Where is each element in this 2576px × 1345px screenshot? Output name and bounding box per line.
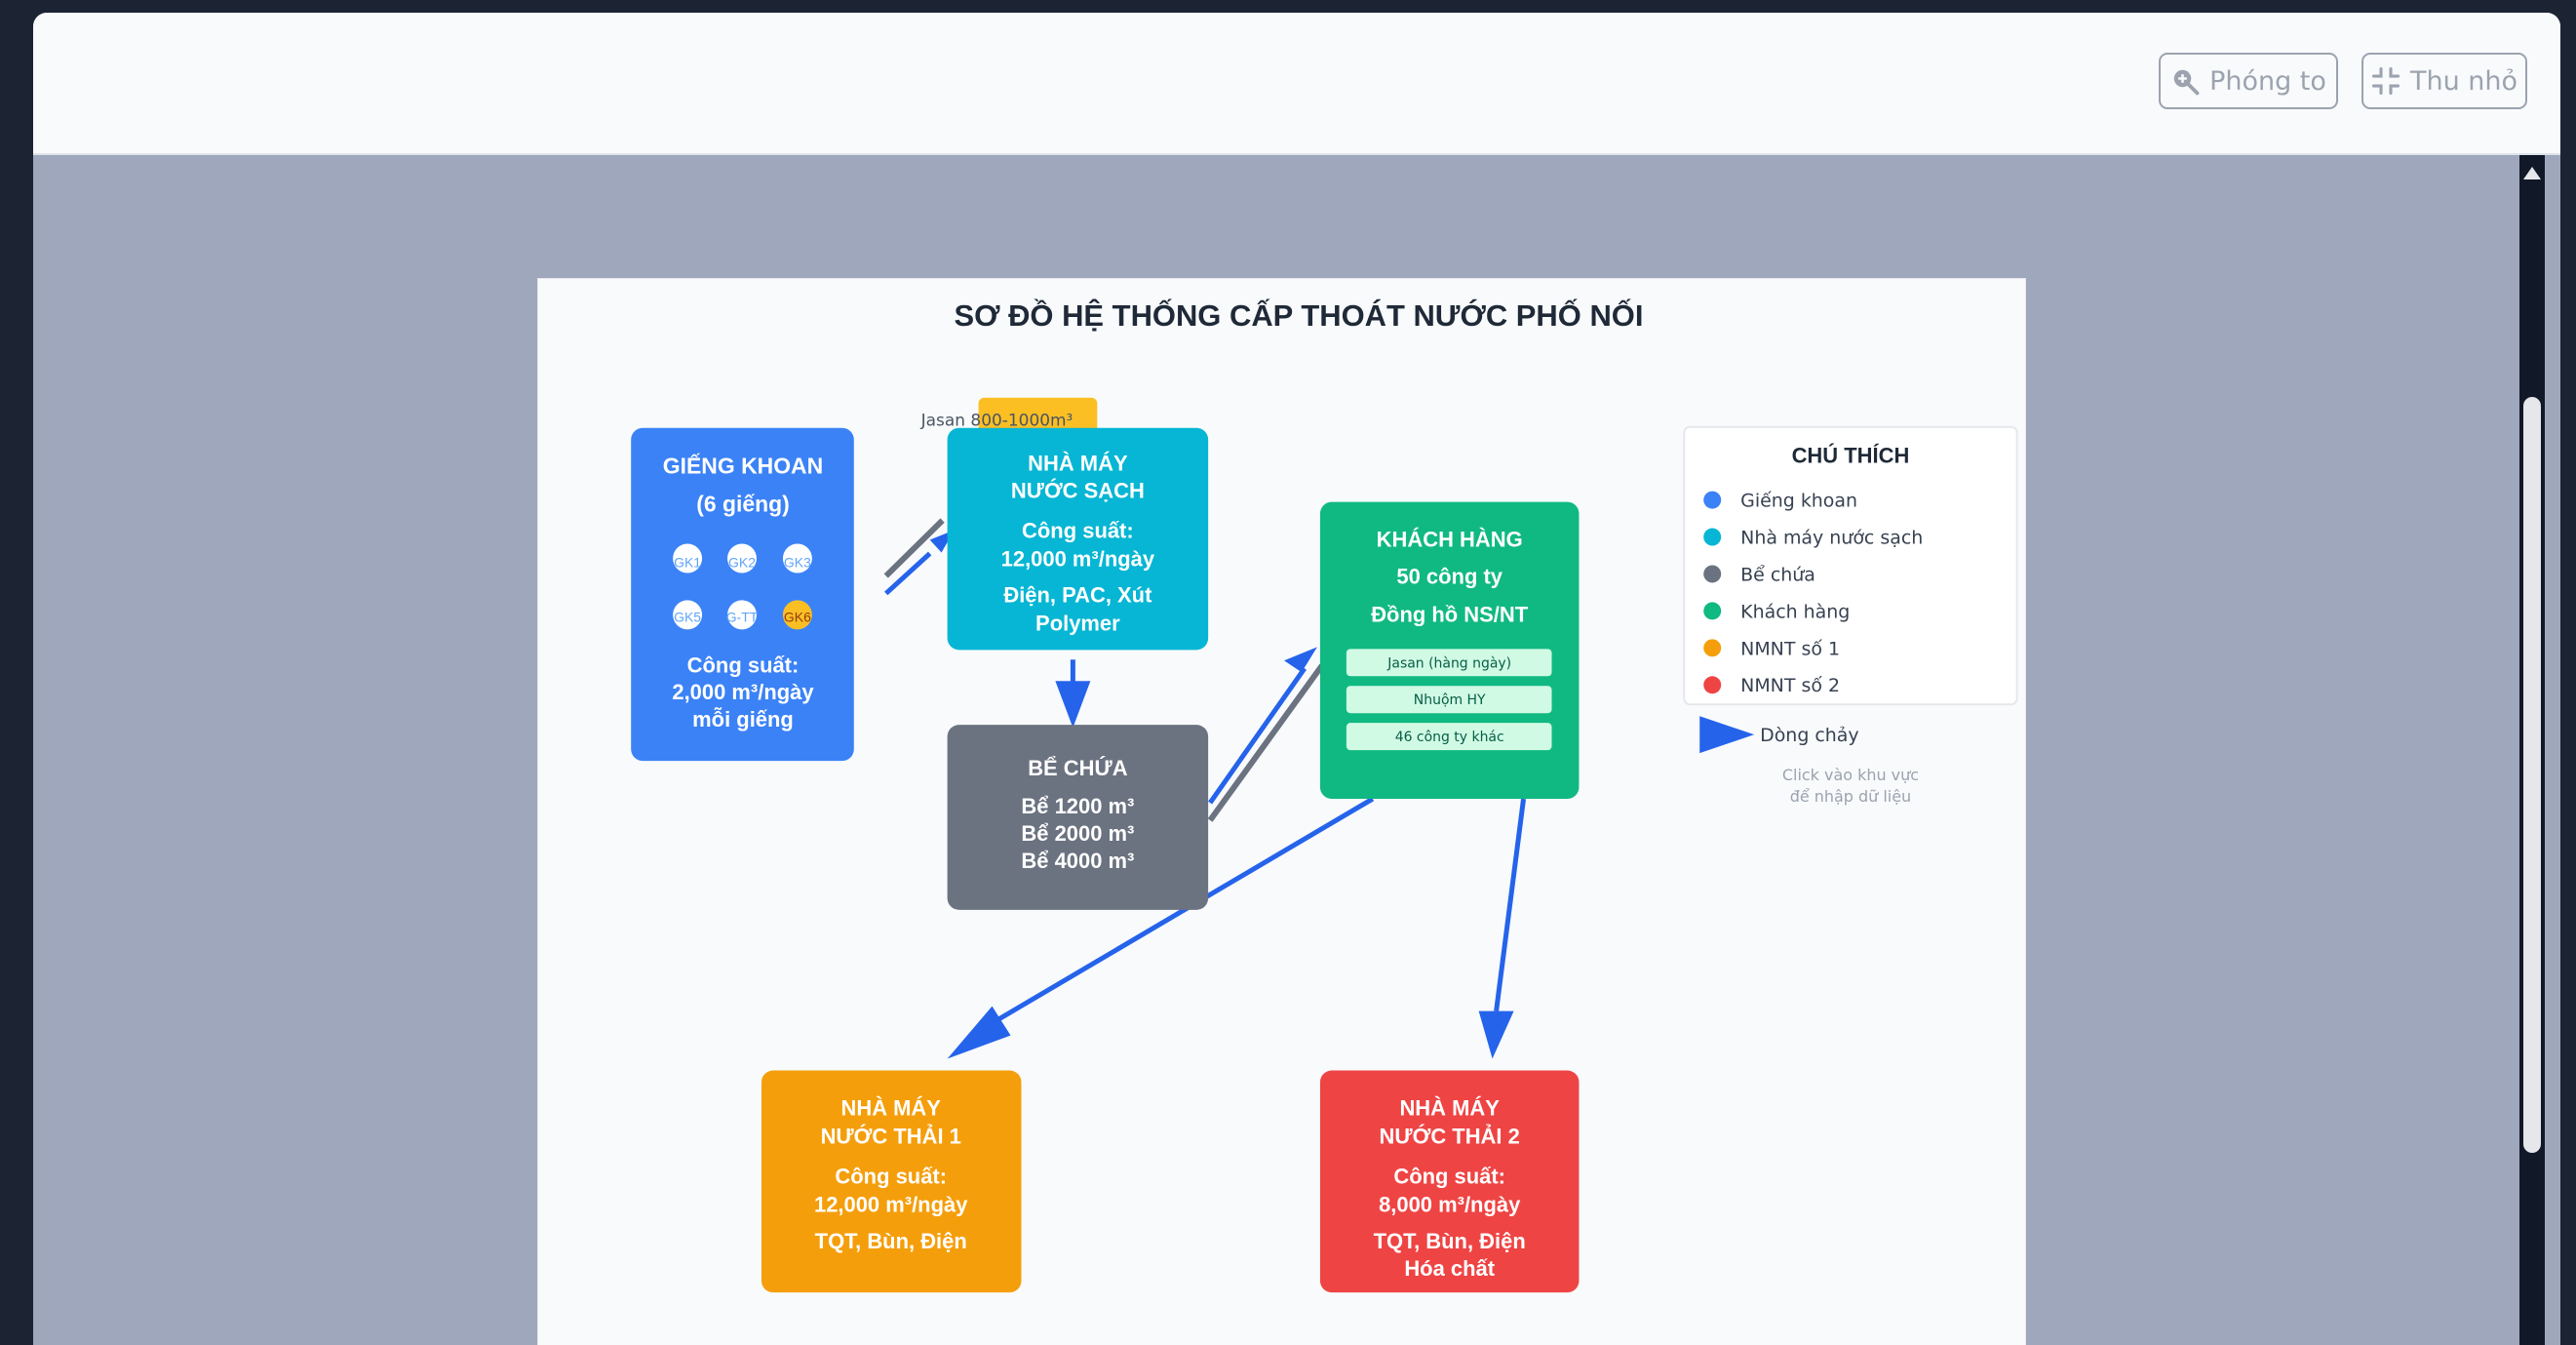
well-dot-gk2[interactable] [727, 543, 757, 574]
wells-node[interactable]: GIẾNG KHOAN (6 giếng) GK1 GK2 GK3 GK5 G-… [631, 427, 854, 762]
well-dot-gk6[interactable] [782, 600, 812, 630]
wwtp2-inputs-1: TQT, Bùn, Điện [1374, 1229, 1526, 1253]
legend-item-label: Giếng khoan [1740, 491, 1857, 512]
wwtp1-title-2: NƯỚC THẢI 1 [821, 1124, 961, 1148]
wells-capacity-value: 2,000 m³/ngày [672, 680, 814, 704]
jasan-tag [978, 397, 1098, 433]
well-dot-gk1[interactable] [673, 543, 703, 574]
customer-item-label: Jasan (hàng ngày) [1386, 655, 1511, 671]
wwtp2-inputs-2: Hóa chất [1404, 1256, 1495, 1281]
zoom-in-icon [2173, 69, 2200, 96]
scroll-up-icon[interactable] [2523, 167, 2541, 179]
wwtp1-title-1: NHÀ MÁY [840, 1095, 941, 1120]
customer-item-label: 46 công ty khác [1395, 730, 1504, 745]
toolbar: Phóng to Thu nhỏ [33, 13, 2560, 155]
flow-arrow-wells-to-plant [884, 551, 932, 596]
wastewater-plant-2-node[interactable]: NHÀ MÁY NƯỚC THẢI 2 Công suất: 8,000 m³/… [1319, 1070, 1580, 1293]
wwtp2-title-1: NHÀ MÁY [1399, 1095, 1500, 1120]
customers-node[interactable]: KHÁCH HÀNG 50 công ty Đồng hồ NS/NT Jasa… [1319, 501, 1580, 800]
customer-item[interactable] [1346, 686, 1552, 714]
diagram-title: SƠ ĐỒ HỆ THỐNG CẤP THOÁT NƯỚC PHỐ NỐI [954, 297, 1643, 333]
legend-dot [1703, 602, 1722, 620]
well-label-gk6: GK6 [784, 609, 811, 624]
zoom-out-button[interactable]: Thu nhỏ [2361, 53, 2527, 109]
well-label-gtt: G-TT [726, 609, 759, 624]
return-line-wells-plant [883, 518, 945, 578]
flow-arrow-icon [1699, 716, 1755, 754]
arrowhead [947, 1006, 1011, 1059]
wells-count: (6 giếng) [696, 492, 790, 517]
plant-inputs-1: Điện, PAC, Xút [1003, 582, 1152, 607]
wwtp1-capacity-value: 12,000 m³/ngày [814, 1192, 968, 1216]
arrowhead [1283, 647, 1317, 673]
wwtp2-title-2: NƯỚC THẢI 2 [1380, 1124, 1520, 1148]
wwtp2-capacity-value: 8,000 m³/ngày [1379, 1192, 1521, 1216]
customer-item[interactable] [1346, 723, 1552, 751]
tank-title: BỂ CHỨA [1028, 756, 1128, 780]
diagram-canvas: SƠ ĐỒ HỆ THỐNG CẤP THOÁT NƯỚC PHỐ NỐI [537, 278, 2026, 1345]
wells-capacity-label: Công suất: [687, 653, 800, 677]
customers-meters: Đồng hồ NS/NT [1371, 602, 1529, 626]
customer-item[interactable] [1346, 649, 1552, 677]
legend-dot [1703, 528, 1722, 546]
plant-inputs-2: Polymer [1035, 611, 1120, 635]
legend-dot [1703, 639, 1722, 657]
legend-flow-label: Dòng chảy [1760, 725, 1859, 746]
legend-item-label: Khách hàng [1740, 601, 1850, 622]
well-dot-gtt[interactable] [727, 600, 757, 630]
customers-title: KHÁCH HÀNG [1377, 528, 1523, 552]
water-system-diagram: SƠ ĐỒ HỆ THỐNG CẤP THOÁT NƯỚC PHỐ NỐI [631, 297, 2018, 1293]
wells-capacity-unit: mỗi giếng [692, 707, 794, 732]
tank-4000: Bể 4000 m³ [1021, 849, 1134, 873]
wells-title: GIẾNG KHOAN [663, 454, 823, 479]
storage-tank-node[interactable]: BỂ CHỨA Bể 1200 m³ Bể 2000 m³ Bể 4000 m³ [947, 725, 1209, 910]
well-label-gk2: GK2 [728, 554, 756, 570]
legend-dot [1703, 565, 1722, 583]
compress-icon [2371, 66, 2400, 96]
legend-hint-1: Click vào khu vực [1782, 766, 1919, 784]
zoom-out-label: Thu nhỏ [2409, 65, 2518, 97]
legend-title: CHÚ THÍCH [1792, 444, 1910, 468]
legend-hint-2: để nhập dữ liệu [1790, 787, 1911, 806]
legend-item-label: Bể chứa [1740, 564, 1815, 585]
app-window: Phóng to Thu nhỏ SƠ ĐỒ HỆ THỐNG CẤP THOÁ… [33, 13, 2560, 1345]
clean-water-plant-node[interactable]: NHÀ MÁY NƯỚC SẠCH Công suất: 12,000 m³/n… [947, 427, 1209, 651]
legend-dot [1703, 491, 1722, 509]
well-dot-gk3[interactable] [782, 543, 812, 574]
plant-capacity-value: 12,000 m³/ngày [1001, 546, 1155, 571]
flow-arrow-tank-to-customers [1208, 666, 1307, 805]
legend-item-label: NMNT số 1 [1740, 638, 1840, 659]
scroll-thumb[interactable] [2523, 397, 2541, 1153]
legend-dot [1703, 676, 1722, 694]
well-label-gk1: GK1 [674, 554, 701, 570]
arrowhead [1478, 1010, 1514, 1059]
well-label-gk3: GK3 [784, 554, 811, 570]
tank-1200: Bể 1200 m³ [1021, 794, 1134, 818]
wastewater-plant-1-node[interactable]: NHÀ MÁY NƯỚC THẢI 1 Công suất: 12,000 m³… [761, 1070, 1022, 1293]
wwtp1-capacity-label: Công suất: [835, 1164, 947, 1188]
wwtp2-capacity-label: Công suất: [1393, 1164, 1505, 1188]
jasan-tag-label: Jasan 800-1000m³ [920, 411, 1073, 430]
customer-item-label: Nhuộm HY [1414, 692, 1486, 708]
zoom-in-button[interactable]: Phóng to [2159, 53, 2338, 109]
tank-2000: Bể 2000 m³ [1021, 821, 1134, 846]
vertical-scrollbar[interactable] [2519, 155, 2545, 1345]
plant-title-1: NHÀ MÁY [1028, 452, 1128, 476]
well-label-gk5: GK5 [674, 609, 701, 624]
plant-capacity-label: Công suất: [1022, 519, 1134, 543]
zoom-in-label: Phóng to [2209, 65, 2326, 97]
return-line-tank-customers [1207, 663, 1325, 822]
customers-count: 50 công ty [1396, 564, 1503, 588]
plant-title-2: NƯỚC SẠCH [1011, 479, 1145, 503]
legend-item-label: Nhà máy nước sạch [1740, 528, 1923, 549]
wwtp1-inputs: TQT, Bùn, Điện [815, 1229, 967, 1253]
legend-item-label: NMNT số 2 [1740, 675, 1840, 696]
flow-arrow-customers-to-wwtp2 [1494, 798, 1527, 1011]
arrowhead [1055, 681, 1091, 729]
well-dot-gk5[interactable] [673, 600, 703, 630]
legend: CHÚ THÍCH Giếng khoan Nhà máy nước sạch … [1683, 425, 2018, 706]
